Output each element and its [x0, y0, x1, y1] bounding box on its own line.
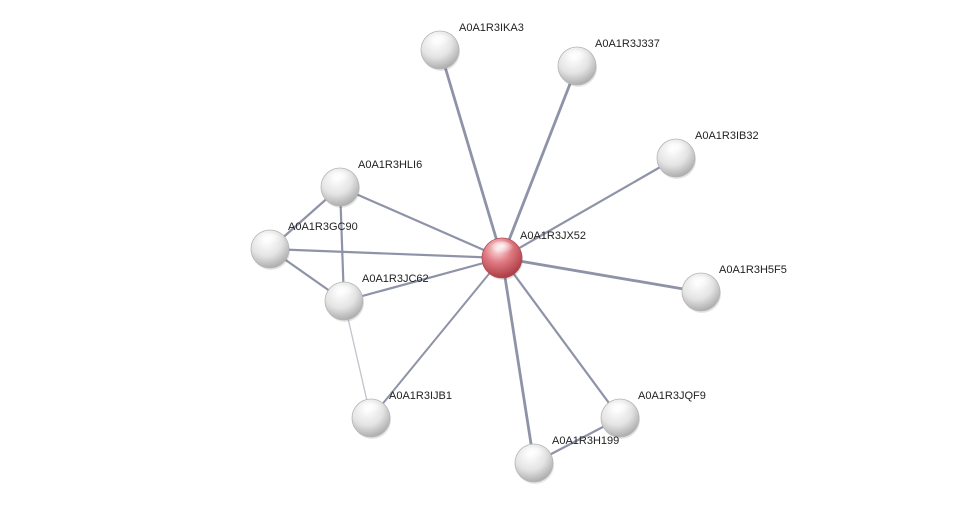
node-a0a1r3ika3[interactable] — [420, 30, 460, 71]
node-label-a0a1r3gc90: A0A1R3GC90 — [288, 221, 358, 233]
node-label-a0a1r3jc62: A0A1R3JC62 — [362, 273, 429, 285]
node-a0a1r3j337[interactable] — [557, 46, 597, 87]
edge-a0a1r3jx52-a0a1r3jc62 — [342, 256, 504, 303]
node-a0a1r3hli6[interactable] — [320, 167, 360, 208]
node-label-a0a1r3j337: A0A1R3J337 — [595, 38, 660, 50]
node-a0a1r3jqf9[interactable] — [600, 398, 640, 439]
node-a0a1r3jc62[interactable] — [324, 281, 364, 322]
node-highlight — [359, 402, 383, 417]
edge-a0a1r3jx52-a0a1r3h199 — [500, 256, 536, 465]
node-label-a0a1r3ib32: A0A1R3IB32 — [695, 130, 759, 142]
node-highlight — [689, 276, 713, 291]
node-label-a0a1r3h5f5: A0A1R3H5F5 — [719, 264, 787, 276]
edge-a0a1r3jx52-a0a1r3ib32 — [500, 156, 678, 260]
edge-a0a1r3jx52-a0a1r3hli6 — [338, 185, 504, 260]
edge-a0a1r3jx52-a0a1r3gc90 — [268, 247, 504, 260]
edge-a0a1r3jx52-a0a1r3ika3 — [438, 48, 504, 260]
node-label-a0a1r3h199: A0A1R3H199 — [552, 435, 619, 447]
node-label-a0a1r3ijb1: A0A1R3IJB1 — [389, 390, 452, 402]
edge-a0a1r3jx52-a0a1r3ijb1 — [370, 257, 503, 419]
node-highlight — [522, 447, 546, 462]
node-highlight — [428, 34, 452, 49]
edge-a0a1r3jx52-a0a1r3h5f5 — [500, 256, 703, 294]
node-a0a1r3gc90[interactable] — [250, 229, 290, 270]
edge-a0a1r3jx52-a0a1r3j337 — [500, 64, 579, 260]
node-a0a1r3ijb1[interactable] — [351, 398, 391, 439]
node-label-a0a1r3ika3: A0A1R3IKA3 — [459, 22, 524, 34]
node-highlight — [608, 402, 632, 417]
node-label-a0a1r3jqf9: A0A1R3JQF9 — [638, 390, 706, 402]
node-a0a1r3jx52[interactable] — [481, 237, 523, 280]
node-a0a1r3h5f5[interactable] — [681, 272, 721, 313]
edge-a0a1r3jx52-a0a1r3jqf9 — [500, 256, 622, 420]
node-a0a1r3h199[interactable] — [514, 443, 554, 484]
node-a0a1r3ib32[interactable] — [656, 138, 696, 179]
nodes — [250, 30, 721, 484]
edge-a0a1r3jc62-a0a1r3ijb1 — [343, 300, 372, 419]
node-highlight — [664, 142, 688, 157]
node-highlight — [489, 241, 515, 257]
node-highlight — [565, 50, 589, 65]
node-highlight — [258, 233, 282, 248]
node-label-a0a1r3hli6: A0A1R3HLI6 — [358, 159, 422, 171]
node-highlight — [332, 285, 356, 300]
node-highlight — [328, 171, 352, 186]
node-label-a0a1r3jx52: A0A1R3JX52 — [520, 230, 586, 242]
node-labels: A0A1R3JX52 A0A1R3IKA3A0A1R3J337A0A1R3IB32… — [288, 22, 787, 447]
